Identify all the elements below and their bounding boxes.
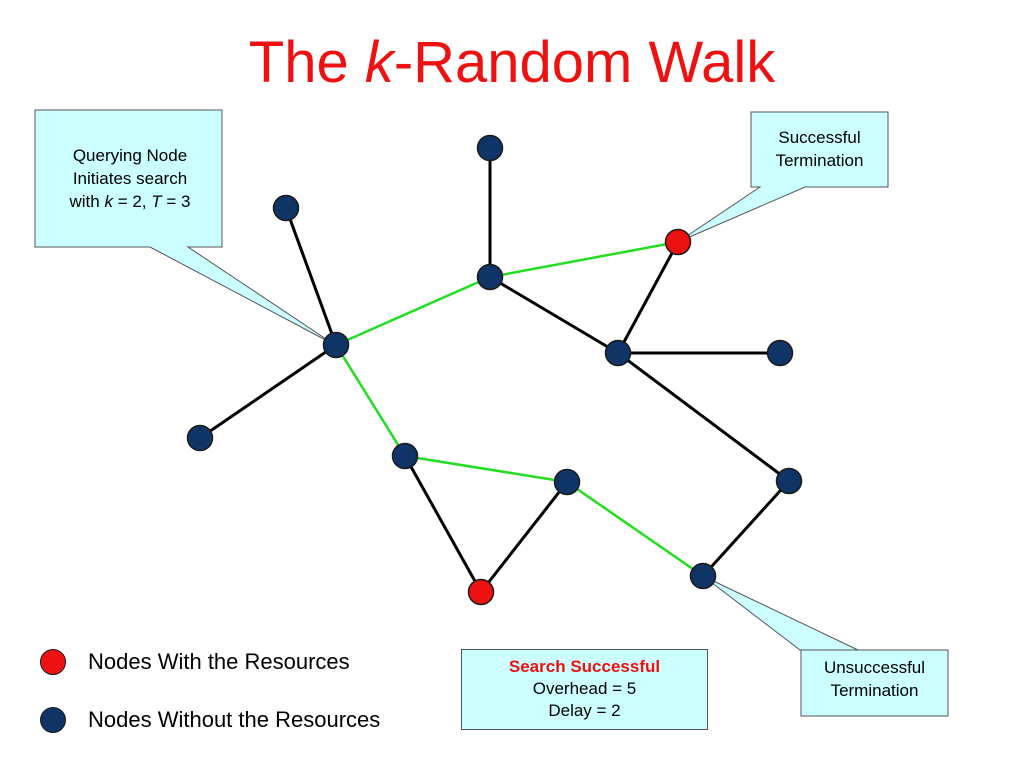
node-tl	[272, 194, 300, 222]
query-k-eq: = 2,	[112, 192, 152, 211]
plain-node-icon	[40, 707, 66, 733]
node-b2	[553, 468, 581, 496]
title-prefix: The	[248, 30, 365, 95]
title-k: k	[364, 30, 394, 95]
node-q	[322, 331, 350, 359]
legend-with-label: Nodes With the Resources	[88, 649, 350, 674]
result-delay: Delay = 2	[548, 701, 621, 720]
walk-edge-b1-b2	[404, 454, 568, 484]
title-suffix: -Random Walk	[393, 30, 776, 95]
fail-line1: Unsuccessful	[823, 658, 926, 677]
query-t: T	[151, 192, 162, 211]
fail-callout-shape	[702, 575, 949, 717]
walk-edge-m-rs	[489, 240, 679, 279]
success-line2: Termination	[775, 151, 864, 170]
fail-callout-text: Unsuccessful Termination	[801, 656, 948, 702]
legend-without-resources: Nodes Without the Resources	[40, 707, 380, 733]
query-line1: Querying Node	[72, 146, 188, 165]
node-b1	[391, 442, 419, 470]
node-m	[476, 263, 504, 291]
edge-b1-br	[403, 455, 483, 593]
nodes-layer	[186, 134, 803, 606]
query-line3: with k = 2, T = 3	[38, 190, 222, 213]
query-line2: Initiates search	[72, 169, 188, 188]
edge-q-tl	[284, 207, 338, 346]
query-with: with	[69, 192, 105, 211]
walk-edge-q-m	[335, 275, 491, 347]
result-overhead: Overhead = 5	[532, 679, 637, 698]
success-callout-text: Successful Termination	[751, 126, 888, 172]
node-rr	[775, 467, 803, 495]
result-status: Search Successful	[508, 657, 661, 676]
node-top	[476, 134, 504, 162]
legend-without-label: Nodes Without the Resources	[88, 707, 381, 732]
node-r1	[604, 339, 632, 367]
success-line1: Successful	[778, 128, 861, 147]
result-box: Search Successful Overhead = 5 Delay = 2	[461, 649, 708, 730]
legend-with-resources: Nodes With the Resources	[40, 649, 350, 675]
resource-node-br	[467, 578, 495, 606]
walk-edge-q-b1	[334, 344, 407, 457]
node-l	[186, 424, 214, 452]
resource-node-rs	[664, 228, 692, 256]
fail-line2: Termination	[830, 681, 919, 700]
edges-layer	[199, 148, 791, 593]
success-callout-shape	[677, 111, 889, 243]
edge-rr-uf	[701, 479, 791, 578]
edge-rs-r1	[616, 241, 680, 354]
slide-title: The k-Random Walk	[0, 28, 1024, 98]
edge-m-r1	[489, 275, 619, 355]
query-callout-text: Querying Node Initiates search with k = …	[38, 144, 222, 213]
walk-edge-b2-uf	[566, 480, 704, 578]
query-k: k	[104, 192, 113, 211]
node-r2	[766, 339, 794, 367]
edge-b2-br	[479, 481, 569, 593]
edge-q-l	[199, 343, 337, 440]
query-t-eq: = 3	[161, 192, 191, 211]
node-uf	[689, 562, 717, 590]
query-callout-shape	[34, 109, 336, 346]
resource-node-icon	[40, 649, 66, 675]
edge-r1-rr	[617, 351, 790, 483]
